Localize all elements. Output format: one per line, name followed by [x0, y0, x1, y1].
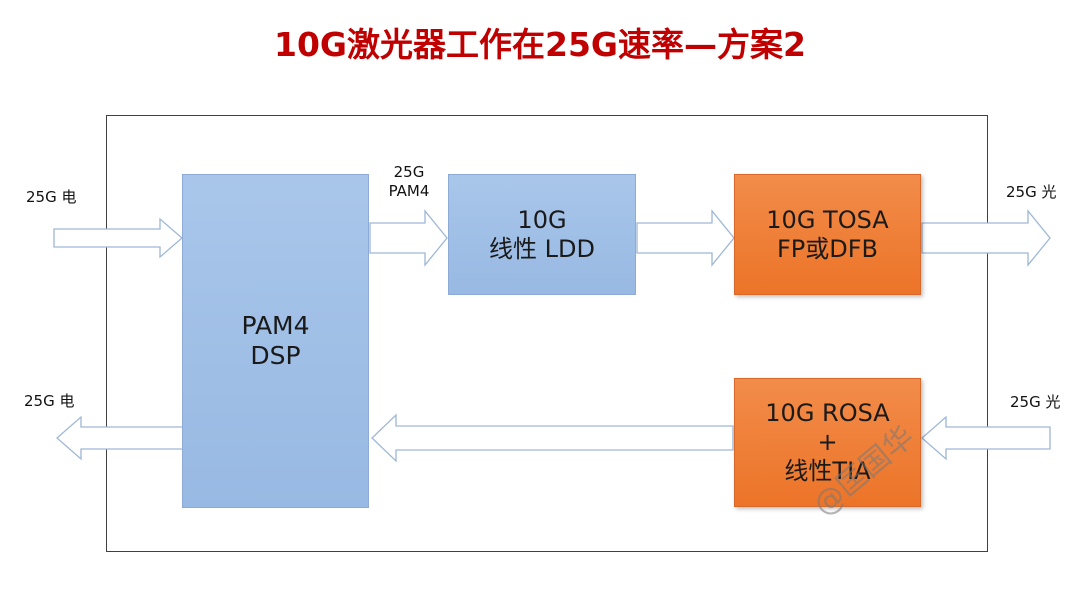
- label-rx-electrical-out: 25G 电: [24, 392, 75, 410]
- rosa-tia-block: 10G ROSA + 线性TIA: [734, 378, 921, 507]
- label-rx-optical-in: 25G 光: [1010, 393, 1061, 411]
- page-title: 10G激光器工作在25G速率—方案2: [274, 25, 806, 64]
- rosa-line2: +: [817, 428, 838, 457]
- pam4-signal-line1: 25G: [393, 163, 425, 181]
- arrow-ldd-to-tosa: [636, 209, 735, 267]
- label-pam4-signal: 25G PAM4: [385, 163, 433, 201]
- arrow-tx-electrical-in: [53, 217, 183, 259]
- ldd-line2: 线性 LDD: [489, 234, 595, 263]
- rosa-line1: 10G ROSA: [765, 399, 890, 428]
- arrow-rx-optical-in: [921, 415, 1051, 461]
- dsp-line2: DSP: [250, 341, 301, 370]
- pam4-signal-line2: PAM4: [388, 181, 430, 200]
- arrow-rosa-to-dsp: [371, 413, 734, 463]
- ldd-line1: 10G: [517, 205, 567, 234]
- arrow-dsp-to-ldd: [369, 209, 448, 267]
- label-tx-optical-out: 25G 光: [1006, 183, 1057, 201]
- pam4-dsp-block: PAM4 DSP: [182, 174, 369, 508]
- linear-ldd-block: 10G 线性 LDD: [448, 174, 636, 295]
- module-boundary: [106, 115, 988, 552]
- label-tx-electrical-in: 25G 电: [26, 188, 77, 206]
- tosa-line2: FP或DFB: [776, 234, 879, 263]
- arrow-rx-electrical-out: [56, 415, 186, 461]
- dsp-line1: PAM4: [241, 311, 310, 340]
- tosa-block: 10G TOSA FP或DFB: [734, 174, 921, 295]
- tosa-line1: 10G TOSA: [766, 205, 889, 234]
- rosa-line3: 线性TIA: [784, 456, 871, 485]
- arrow-tx-optical-out: [921, 209, 1051, 267]
